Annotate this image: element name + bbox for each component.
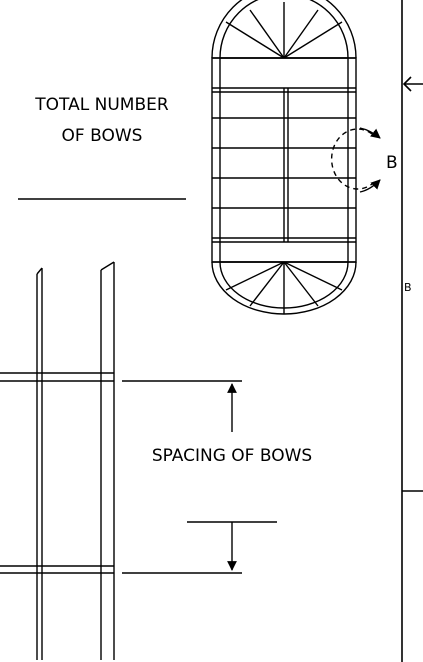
detail-marker-label: B <box>386 153 398 173</box>
total-bows-label-line1: TOTAL NUMBER <box>34 95 169 115</box>
spacing-dimension <box>122 380 277 574</box>
ladder-elevation-view <box>0 261 115 660</box>
cage-plan-view <box>211 0 357 315</box>
total-bows-label-line2: OF BOWS <box>62 126 143 146</box>
section-marker-label: B <box>404 281 412 294</box>
drawing-frame <box>401 0 423 662</box>
spacing-of-bows-label: SPACING OF BOWS <box>152 446 312 466</box>
detail-b-callout <box>330 127 381 193</box>
section-arrow-icon <box>402 76 423 92</box>
